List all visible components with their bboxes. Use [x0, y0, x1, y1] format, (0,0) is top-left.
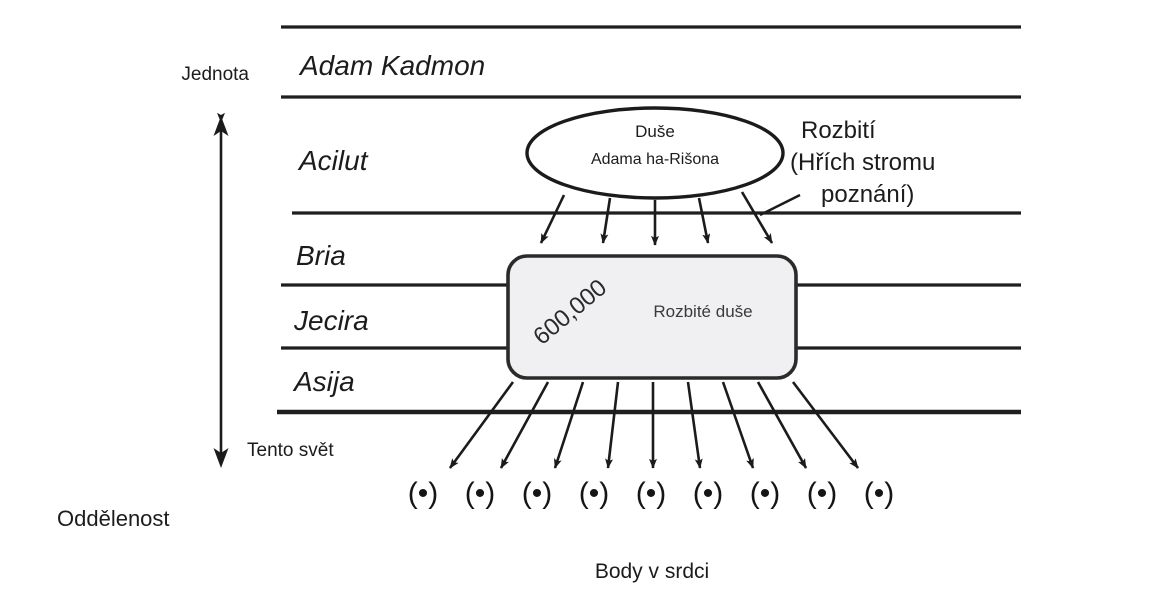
world-label-acilut: Acilut: [297, 145, 369, 176]
unity-axis-arrow: [213, 112, 229, 468]
arrow-dot-3: [553, 381, 585, 469]
points-in-heart-caption: Body v srdci: [595, 560, 709, 583]
arrow-dot-1: [448, 381, 515, 469]
arrow-oval-1: [539, 194, 566, 244]
broken-souls-label: Rozbité duše: [653, 302, 752, 321]
point-in-heart-8: (•): [807, 477, 837, 510]
axis-bottom-label: Tento svět: [247, 440, 334, 461]
point-in-heart-9: (•): [864, 477, 894, 510]
arrow-dot-8: [756, 381, 808, 469]
broken-souls-box: [506, 254, 798, 380]
world-label-jecira: Jecira: [293, 305, 369, 336]
arrow-dot-9: [791, 381, 860, 469]
arrow-oval-2: [600, 197, 612, 244]
point-in-heart-7: (•): [750, 477, 780, 510]
arrows-box-to-dots: [448, 381, 860, 469]
oval-title: Duše: [635, 122, 675, 141]
point-in-heart-6: (•): [693, 477, 723, 510]
point-in-heart-1: (•): [408, 477, 438, 510]
unity-axis-arrowhead-down: [213, 448, 229, 468]
annotation-line-2: (Hřích stromu: [790, 149, 935, 176]
world-label-asija: Asija: [292, 366, 355, 397]
world-label-adam-kadmon: Adam Kadmon: [298, 50, 485, 81]
point-in-heart-2: (•): [465, 477, 495, 510]
soul-oval: [525, 106, 785, 200]
annotation-line-1: Rozbití: [801, 117, 876, 144]
arrow-dot-7: [721, 381, 755, 469]
arrow-oval-5: [740, 191, 774, 244]
arrow-dot-2: [499, 381, 550, 469]
arrow-dot-4: [605, 381, 620, 469]
arrow-oval-4: [697, 197, 711, 244]
axis-top-label: Jednota: [181, 64, 249, 85]
oval-subtitle: Adama ha-Rišona: [591, 151, 719, 168]
point-in-heart-5: (•): [636, 477, 666, 510]
unity-axis-arrowhead-up: [213, 116, 229, 136]
points-in-heart-row: (•) (•) (•) (•) (•) (•) (•) (•) (•): [408, 477, 894, 510]
point-in-heart-4: (•): [579, 477, 609, 510]
annotation-line-3: poznání): [821, 181, 914, 208]
world-label-bria: Bria: [296, 240, 346, 271]
separateness-label: Oddělenost: [57, 506, 170, 531]
point-in-heart-3: (•): [522, 477, 552, 510]
arrow-dot-6: [686, 381, 703, 469]
arrows-oval-to-box: [539, 191, 774, 246]
annotation-leader-line: [759, 193, 801, 217]
